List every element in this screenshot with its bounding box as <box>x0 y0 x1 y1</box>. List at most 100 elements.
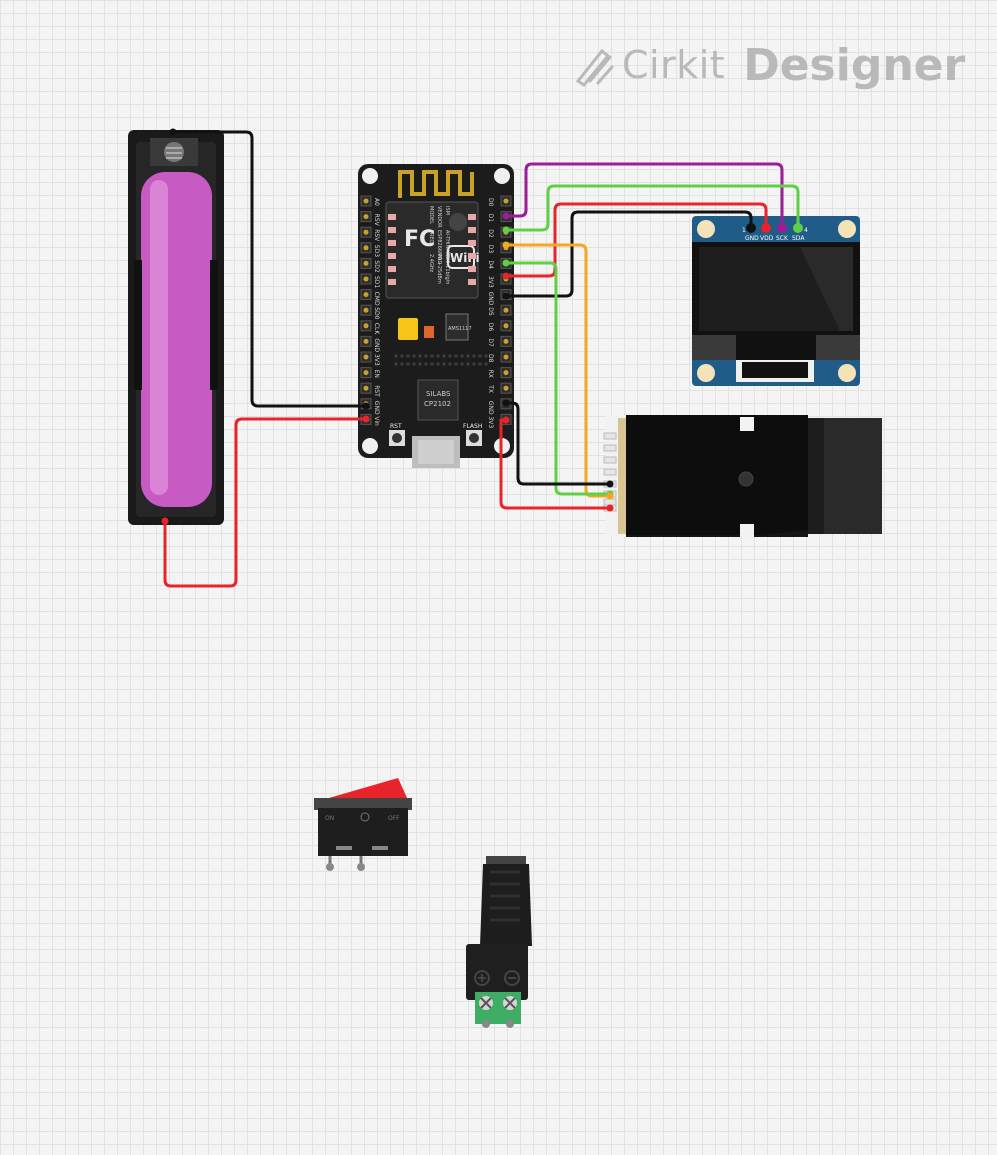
wire-battery-pos-to-gnd[interactable] <box>171 130 368 408</box>
wire-endpoint[interactable] <box>362 402 370 410</box>
esp-model-text: VENDOR <box>436 206 442 228</box>
battery-holder[interactable] <box>128 130 224 525</box>
oled-pin[interactable] <box>761 223 771 233</box>
wire-endpoint[interactable] <box>502 226 510 234</box>
esp-model-text: AI-THINKER <box>444 230 450 259</box>
wire-endpoint[interactable] <box>502 272 510 280</box>
sensor-screw-icon <box>738 471 754 487</box>
wire-3v3-to-sensor[interactable] <box>499 418 612 510</box>
tantalum-capacitor <box>398 318 418 340</box>
esp-pin-label: 3V3 <box>487 416 494 428</box>
switch-pin[interactable] <box>357 863 365 871</box>
oled-pin-label: SCK <box>776 235 789 242</box>
wire-endpoint[interactable] <box>502 399 510 407</box>
dc-barrel-jack[interactable] <box>466 856 532 1028</box>
esp-model-text: 2.4GHz <box>428 254 434 273</box>
sensor-pin[interactable] <box>603 456 617 464</box>
mount-hole-icon <box>838 220 856 238</box>
esp-pin-label: Vin <box>373 416 380 426</box>
jack-pin[interactable] <box>482 1020 490 1028</box>
esp-pin-label: CLK <box>373 323 380 336</box>
esp-pin-label: D8 <box>487 354 494 363</box>
wire-battery-neg-to-vin[interactable] <box>163 417 368 588</box>
jack-pin[interactable] <box>506 1020 514 1028</box>
esp-pin-label: EN <box>373 370 380 378</box>
esp-pin-label: RSV <box>373 214 380 227</box>
chip-model: CP2102 <box>424 400 451 408</box>
esp-pin-label: 3V3 <box>373 354 380 366</box>
oled-pin-label: GND <box>745 235 759 242</box>
esp-pin-label: TX <box>487 384 494 393</box>
esp-logo-icon <box>449 213 467 231</box>
wire-d3-to-sensor[interactable] <box>504 243 612 498</box>
esp-pin-label: D4 <box>487 260 494 269</box>
esp-pin-label: RST <box>373 385 380 397</box>
wire-endpoint[interactable] <box>606 504 614 512</box>
wire-3v3-to-oled-vdd[interactable] <box>504 202 768 278</box>
sensor-pin[interactable] <box>603 444 617 452</box>
esp-pin-label: RSV <box>373 229 380 242</box>
plus-icon <box>474 970 490 986</box>
wire-gnd-to-oled-gnd[interactable] <box>504 210 753 298</box>
oled-pin[interactable] <box>777 223 787 233</box>
esp-pin-label: CMD <box>373 292 380 306</box>
esp-model-text: PA +25dBm <box>436 254 442 284</box>
esp-pin-label: SD2 <box>373 260 380 272</box>
mount-hole-icon <box>838 364 856 382</box>
chip-vendor: SILABS <box>426 390 451 398</box>
wire-endpoint[interactable] <box>362 415 370 423</box>
esp-pin-label: D5 <box>487 307 494 316</box>
minus-icon <box>504 970 520 986</box>
sensor-pin[interactable] <box>603 468 617 476</box>
antenna-trace-icon <box>398 170 474 198</box>
oled-pin[interactable] <box>746 223 756 233</box>
wire-endpoint[interactable] <box>502 212 510 220</box>
esp-pin-label: SD3 <box>373 245 380 257</box>
esp-pin-label: D1 <box>487 214 494 223</box>
esp-pin-label: GND <box>487 401 494 415</box>
wire-endpoint[interactable] <box>169 128 177 136</box>
pencil-ruler-icon <box>575 48 614 87</box>
switch-pin[interactable] <box>326 863 334 871</box>
rocker-switch[interactable]: ON OFF <box>314 778 412 871</box>
switch-off-label: OFF <box>388 815 400 822</box>
logo-product: Designer <box>743 39 966 91</box>
oled-pin-label: SDA <box>792 235 805 242</box>
wire-endpoint[interactable] <box>606 492 614 500</box>
esp-pin-label: RX <box>487 370 494 378</box>
wire-endpoint[interactable] <box>502 416 510 424</box>
wire-endpoint[interactable] <box>606 480 614 488</box>
esp-model-text: 802.11b/g/n <box>444 254 450 284</box>
esp-pin-label: D0 <box>487 198 494 207</box>
oled-pin[interactable] <box>793 223 803 233</box>
cirkit-designer-logo: Cirkit Designer <box>572 36 965 94</box>
mount-hole-icon <box>697 220 715 238</box>
wire-endpoint[interactable] <box>502 292 510 300</box>
switch-on-label: ON <box>325 815 334 822</box>
wire-endpoint[interactable] <box>502 259 510 267</box>
wire-d4-to-sensor[interactable] <box>504 261 612 496</box>
mount-hole-icon <box>494 168 510 184</box>
wire-gnd-to-sensor[interactable] <box>504 401 612 486</box>
esp-model-text: MODEL <box>428 206 434 224</box>
wire-d1-to-oled-sda[interactable] <box>504 162 784 228</box>
esp-pin-label: D3 <box>487 245 494 254</box>
esp-pin-label: D7 <box>487 338 494 347</box>
sensor-pin[interactable] <box>603 498 617 506</box>
fingerprint-sensor[interactable] <box>603 415 882 538</box>
esp-model-text: ESP8266MOD <box>436 230 442 264</box>
mount-hole-icon <box>362 438 378 454</box>
wire-endpoint[interactable] <box>161 517 169 525</box>
esp-pin-label: SD0 <box>373 307 380 319</box>
wire-d2-to-oled-sda[interactable] <box>504 184 800 232</box>
esp-pin-label: 3V3 <box>487 276 494 288</box>
sensor-pin[interactable] <box>603 432 617 440</box>
oled-flex-cable <box>742 362 808 378</box>
wire-endpoint[interactable] <box>502 241 510 249</box>
esp-model-text: FREQ <box>428 230 434 244</box>
esp-pin-label: D2 <box>487 229 494 238</box>
esp-pin-label: A0 <box>373 198 380 206</box>
